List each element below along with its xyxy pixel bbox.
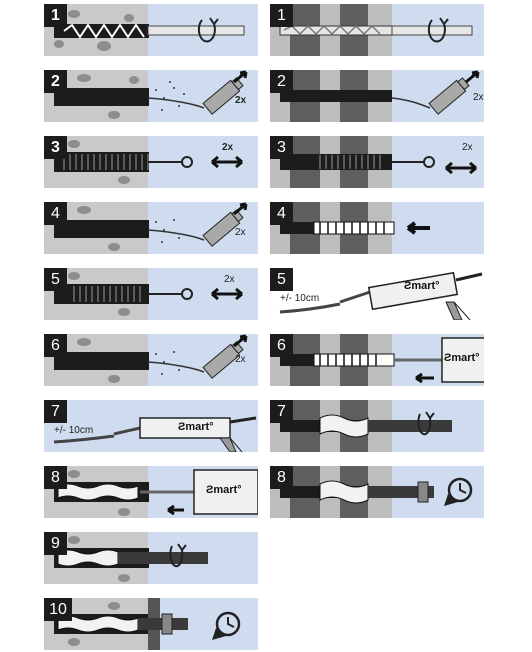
left-step-5-panel: 5 2x	[44, 268, 258, 320]
left-step-2-panel: 2 2x	[44, 70, 258, 122]
step-number-badge: 1	[44, 4, 67, 27]
repeat-count: 2x	[462, 142, 473, 153]
left-step-3-panel: 3 2x	[44, 136, 258, 188]
brand-logo: Ƨmart°	[178, 421, 214, 433]
injection-illustration	[270, 334, 484, 386]
insert-sleeve-illustration	[270, 202, 430, 254]
right-step-6-panel: 6 Ƨmart°	[270, 334, 484, 386]
repeat-count: 2x	[235, 227, 246, 238]
repeat-count: 2x	[235, 354, 246, 365]
right-step-2-panel: 2 2x	[270, 70, 484, 122]
step-number-badge: 4	[270, 202, 293, 225]
blow-out-illustration	[44, 202, 248, 254]
drilling-illustration	[44, 4, 245, 56]
right-step-7-panel: 7	[270, 400, 484, 452]
repeat-count: 2x	[224, 274, 235, 285]
brand-logo: Ƨmart°	[206, 484, 242, 496]
left-step-4-panel: 4 2x	[44, 202, 258, 254]
brush-cleaning-illustration	[270, 136, 477, 188]
discard-distance-label: +/- 10cm	[280, 293, 320, 304]
right-step-5-panel: 5 +/- 10cm Ƨmart°	[270, 268, 484, 320]
right-step-4-panel: 4	[270, 202, 484, 254]
right-step-1-panel: 1	[270, 4, 484, 56]
left-step-9-panel: 9	[44, 532, 258, 584]
blow-out-illustration	[44, 334, 248, 386]
repeat-count: 2x	[235, 95, 247, 106]
right-step-3-panel: 3 2x	[270, 136, 484, 188]
step-number-badge: 8	[44, 466, 67, 489]
step-number-badge: 3	[44, 136, 67, 159]
step-number-badge: 5	[44, 268, 67, 291]
left-step-6-panel: 6 2x	[44, 334, 258, 386]
step-number-badge: 2	[270, 70, 293, 93]
insert-rod-illustration	[270, 400, 452, 452]
repeat-count: 2x	[222, 142, 234, 153]
step-number-badge: 1	[270, 4, 293, 27]
curing-illustration	[270, 466, 473, 518]
left-step-7-panel: 7 +/- 10cm Ƨmart°	[44, 400, 258, 452]
step-number-badge: 9	[44, 532, 67, 555]
right-step-8-panel: 8	[270, 466, 484, 518]
brand-logo: Ƨmart°	[404, 280, 440, 292]
repeat-count: 2x	[473, 92, 484, 103]
brush-cleaning-illustration	[44, 136, 243, 188]
blow-out-illustration	[270, 70, 480, 122]
step-number-badge: 2	[44, 70, 67, 93]
dispense-test-illustration	[279, 271, 483, 320]
step-number-badge: 4	[44, 202, 67, 225]
step-number-badge: 8	[270, 466, 293, 489]
curing-illustration	[44, 598, 241, 650]
step-number-badge: 6	[270, 334, 293, 357]
discard-distance-label: +/- 10cm	[54, 425, 94, 436]
step-number-badge: 10	[44, 598, 72, 621]
left-step-10-panel: 10	[44, 598, 258, 650]
drilling-illustration	[270, 4, 473, 56]
step-number-badge: 3	[270, 136, 293, 159]
left-step-8-panel: 8 Ƨmart°	[44, 466, 258, 518]
step-number-badge: 6	[44, 334, 67, 357]
step-number-badge: 5	[270, 268, 293, 291]
step-number-badge: 7	[270, 400, 293, 423]
dispense-test-illustration	[53, 416, 257, 452]
left-step-1-panel: 1	[44, 4, 258, 56]
brand-logo: Ƨmart°	[444, 352, 480, 364]
step-number-badge: 7	[44, 400, 67, 423]
insert-rod-illustration	[44, 532, 208, 584]
blow-out-illustration	[44, 70, 248, 122]
